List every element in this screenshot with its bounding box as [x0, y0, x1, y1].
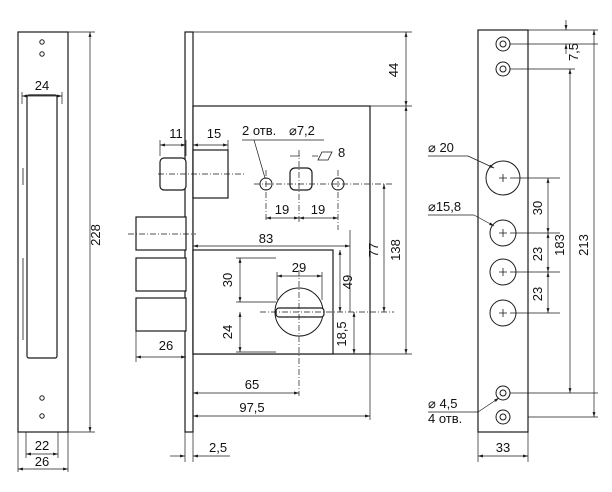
square-spindle: [289, 167, 313, 191]
cylinder-slot: [275, 307, 325, 318]
dim-dia-4-5: ⌀ 4,5: [428, 396, 458, 411]
deadbolt-3: [135, 297, 187, 332]
dim-23-upper: 23: [530, 247, 545, 261]
dim-24: 24: [35, 78, 49, 93]
dim-26: 26: [35, 454, 49, 469]
dim-49: 49: [340, 275, 355, 289]
dim-26-center: 26: [159, 338, 173, 353]
dim-19-left: 19: [275, 202, 289, 217]
dim-22: 22: [35, 438, 49, 453]
dim-33: 33: [496, 440, 510, 455]
deadbolt-2: [135, 257, 187, 292]
faceplate-view: ⌀ 20 ⌀15,8 7,5 30 23 23 183 213 ⌀: [428, 20, 598, 462]
dim-97-5: 97,5: [239, 400, 264, 415]
deadbolt-1: [135, 216, 187, 251]
dim-24-center: 24: [220, 325, 235, 339]
dim-dia-20: ⌀ 20: [428, 140, 454, 155]
dim-11: 11: [169, 126, 183, 141]
dim-sq-8: 8: [338, 145, 345, 160]
dim-18-5: 18,5: [334, 321, 349, 346]
dim-2-5: 2,5: [209, 440, 227, 455]
side-hole-bottom-1: [39, 395, 45, 401]
dim-65: 65: [245, 377, 259, 392]
dim-4-holes: 4 отв.: [428, 411, 462, 426]
dim-30: 30: [220, 273, 235, 287]
dim-2-holes: 2 отв.: [242, 123, 276, 138]
dim-83: 83: [259, 231, 273, 246]
square-symbol: [317, 151, 333, 161]
dim-7-5: 7,5: [566, 43, 581, 61]
dim-228: 228: [88, 224, 103, 246]
side-view: 24 228 22 26: [17, 31, 103, 472]
dim-dia-7-2: ⌀7,2: [289, 123, 315, 138]
dim-29: 29: [292, 260, 306, 275]
dim-15: 15: [207, 126, 221, 141]
side-body: [26, 94, 58, 359]
dim-dia-15-8: ⌀15,8: [428, 199, 461, 214]
dim-183: 183: [552, 234, 567, 256]
dim-77: 77: [366, 243, 381, 257]
side-hole-top-1: [39, 39, 45, 45]
dim-138: 138: [388, 239, 403, 261]
dim-213: 213: [576, 234, 591, 256]
dim-44: 44: [386, 63, 401, 77]
side-hole-bottom-2: [39, 413, 45, 419]
dim-23-lower: 23: [530, 287, 545, 301]
dim-19-right: 19: [311, 202, 325, 217]
front-view: 11 15 2 отв. ⌀7,2 8 19 19 44 83 77 138: [128, 31, 412, 462]
dim-30-right: 30: [530, 201, 545, 215]
side-hole-top-2: [39, 51, 45, 57]
